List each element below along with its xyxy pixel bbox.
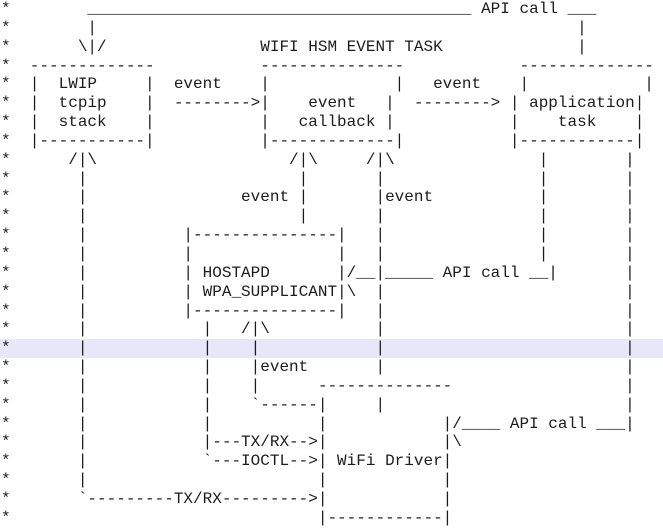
diagram-line[interactable]: * |-----------| |-------------| |-------… bbox=[1, 131, 645, 150]
diagram-line[interactable]: * `---------TX/RX--------->| | bbox=[1, 489, 453, 508]
diagram-line[interactable]: * | | `------| | | bbox=[1, 395, 635, 414]
diagram-line[interactable]: * | |---TX/RX-->| |\ bbox=[1, 433, 462, 452]
diagram-line[interactable]: * | LWIP | event | | event | | bbox=[1, 75, 654, 94]
diagram-line[interactable]: * | |---------------| | | | bbox=[1, 226, 635, 245]
diagram-line[interactable]: * | | | | | bbox=[1, 169, 635, 188]
diagram-line[interactable]: * | | |event | | bbox=[1, 358, 635, 377]
diagram-line[interactable]: * | | | | | | bbox=[1, 244, 635, 263]
diagram-line[interactable]: * | | | |/____ API call ___| bbox=[1, 414, 635, 433]
diagram-line[interactable]: * | event | |event | | bbox=[1, 188, 635, 207]
diagram-line[interactable]: * |------------| bbox=[1, 508, 453, 527]
diagram-line-highlighted[interactable]: * | | | | | bbox=[0, 339, 663, 359]
diagram-line[interactable]: * | | | bbox=[1, 471, 453, 490]
diagram-line[interactable]: * | | /|\ | | bbox=[1, 320, 635, 339]
diagram-line[interactable]: * | `---IOCTL-->| WiFi Driver| bbox=[1, 452, 453, 471]
diagram-line[interactable]: * ______________________________________… bbox=[1, 0, 597, 18]
diagram-line[interactable]: * | stack | | callback | | task | bbox=[1, 113, 645, 132]
diagram-line[interactable]: * | | WPA_SUPPLICANT|\ | | bbox=[1, 282, 635, 301]
diagram-line[interactable]: * | | | -------------- | bbox=[1, 376, 635, 395]
diagram-line[interactable]: * | | | | | bbox=[1, 207, 635, 226]
diagram-line[interactable]: * | |---------------| | | bbox=[1, 301, 635, 320]
diagram-line[interactable]: * ------------- --------------- --------… bbox=[1, 56, 654, 75]
diagram-line[interactable]: * | tcpip | -------->| event | -------->… bbox=[1, 94, 645, 113]
diagram-line[interactable]: * \|/ WIFI HSM EVENT TASK | bbox=[1, 37, 587, 56]
diagram-line[interactable]: * | | bbox=[1, 18, 587, 37]
diagram-line[interactable]: * /|\ /|\ /|\ | | bbox=[1, 150, 635, 169]
diagram-line[interactable]: * | | HOSTAPD |/__|_____ API call __| | bbox=[1, 263, 635, 282]
